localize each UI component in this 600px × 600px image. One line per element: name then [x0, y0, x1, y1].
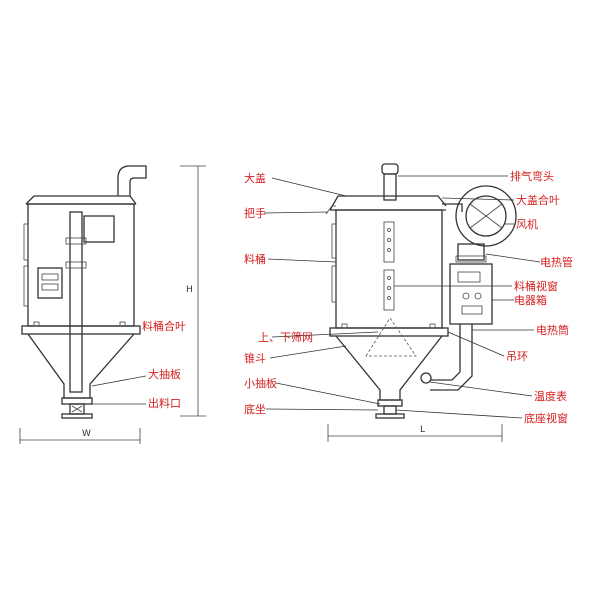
- label-fan: 风机: [516, 217, 538, 231]
- side-view: W H: [19, 165, 206, 444]
- label-heater-tube: 电热管: [540, 255, 573, 269]
- width-dim-label: W: [82, 429, 91, 439]
- label-thermometer: 温度表: [534, 389, 567, 403]
- height-dim-label: H: [186, 285, 193, 295]
- label-small-drawer: 小抽板: [244, 376, 277, 390]
- label-left-outlet: 出料口: [148, 396, 181, 410]
- label-left-big-drawer: 大抽板: [148, 367, 181, 381]
- label-exhaust-elbow: 排气弯头: [510, 169, 554, 183]
- length-dim-label: L: [420, 425, 425, 435]
- label-electric-box: 电器箱: [514, 293, 547, 307]
- label-barrel-window: 料桶视窗: [514, 279, 558, 293]
- label-base-window: 底座视窗: [524, 411, 568, 425]
- front-view: L: [263, 163, 541, 442]
- label-handle: 把手: [244, 206, 266, 220]
- label-left-hopper-seam: 料桶合叶: [142, 319, 186, 333]
- label-big-lid: 大盖: [244, 171, 266, 185]
- label-base: 底坐: [244, 402, 266, 416]
- label-lifting-ring: 吊环: [506, 350, 528, 363]
- label-heater-cylinder: 电热筒: [536, 323, 569, 337]
- label-lid-hinge: 大盖合叶: [516, 193, 560, 207]
- label-sieve: 上、下筛网: [258, 330, 313, 344]
- label-barrel: 料桶: [244, 252, 266, 266]
- label-cone: 锥斗: [244, 352, 266, 365]
